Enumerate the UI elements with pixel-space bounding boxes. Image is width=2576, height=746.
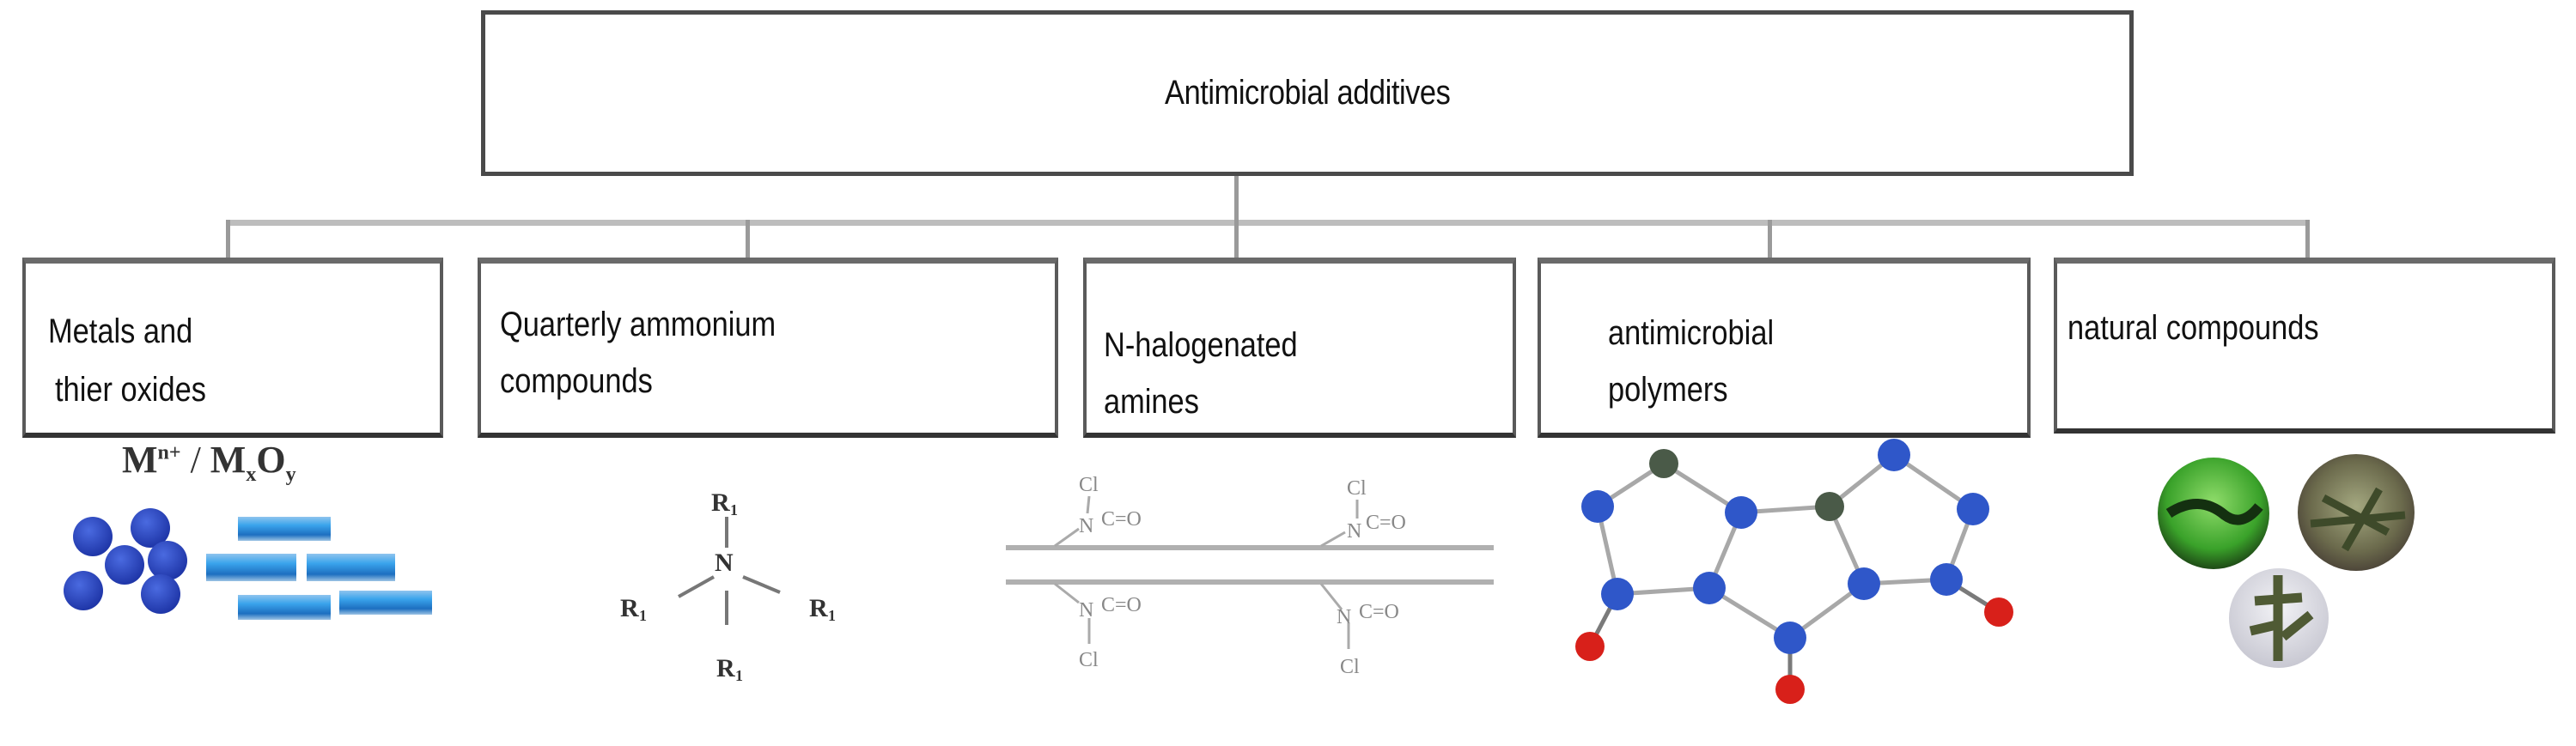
svg-text:1: 1 bbox=[639, 607, 647, 624]
category-label-line2: compounds bbox=[500, 362, 653, 400]
category-box-antimicrobial-polymers: antimicrobial polymers bbox=[1538, 258, 2031, 438]
root-node-box: Antimicrobial additives bbox=[481, 10, 2134, 176]
svg-text:N: N bbox=[1079, 515, 1093, 537]
metal-nanoparticles-icon bbox=[64, 508, 432, 620]
formula-oxide-metal: M bbox=[210, 439, 247, 481]
svg-text:1: 1 bbox=[730, 501, 738, 519]
svg-text:1: 1 bbox=[735, 667, 743, 684]
svg-text:Cl: Cl bbox=[1079, 474, 1099, 496]
svg-text:Cl: Cl bbox=[1347, 477, 1367, 500]
branch-drop-3 bbox=[1234, 220, 1239, 259]
svg-text:Cl: Cl bbox=[1079, 649, 1099, 671]
category-label-line2: amines bbox=[1104, 383, 1199, 421]
svg-text:1: 1 bbox=[828, 607, 836, 624]
category-box-metals: Metals and thier oxides bbox=[22, 258, 443, 438]
quat-center-atom: N bbox=[715, 549, 734, 577]
svg-text:C=O: C=O bbox=[1366, 512, 1406, 534]
svg-text:N: N bbox=[1347, 520, 1361, 543]
svg-text:Cl: Cl bbox=[1340, 656, 1360, 678]
category-label-line2: polymers bbox=[1608, 371, 1728, 409]
formula-ion: M bbox=[122, 439, 158, 481]
branch-connector-horizontal bbox=[226, 220, 2310, 226]
category-label-line1: antimicrobial bbox=[1608, 314, 1775, 352]
formula-oxide-oxygen: O bbox=[256, 439, 286, 481]
category-box-n-halogenated-amines: N-halogenated amines bbox=[1083, 258, 1516, 438]
n-halamine-structure-icon: Cl N C=O Cl N C=O N C=O Cl N C=O Cl bbox=[1006, 474, 1494, 678]
branch-drop-2 bbox=[746, 220, 750, 259]
svg-text:R: R bbox=[620, 594, 639, 622]
root-connector-vertical bbox=[1234, 176, 1239, 224]
category-label-line1: Metals and bbox=[48, 312, 193, 350]
root-node-label: Antimicrobial additives bbox=[1164, 74, 1451, 112]
category-box-quaternary-ammonium: Quarterly ammonium compounds bbox=[478, 258, 1058, 438]
formula-ion-charge: n+ bbox=[157, 441, 181, 464]
category-box-natural-compounds: natural compounds bbox=[2054, 258, 2555, 434]
svg-text:R: R bbox=[716, 654, 735, 682]
branch-drop-4 bbox=[1768, 220, 1772, 259]
svg-text:C=O: C=O bbox=[1101, 594, 1142, 616]
category-label-line2: thier oxides bbox=[55, 371, 206, 409]
svg-text:N: N bbox=[1079, 599, 1093, 622]
metal-formula: Mn+ / MxOy bbox=[122, 438, 296, 487]
formula-separator: / bbox=[180, 439, 210, 481]
svg-text:N: N bbox=[1337, 606, 1351, 628]
svg-text:R: R bbox=[711, 488, 730, 517]
formula-oxide-y: y bbox=[285, 463, 296, 486]
category-label-line1: natural compounds bbox=[2067, 309, 2319, 347]
branch-drop-5 bbox=[2305, 220, 2310, 259]
svg-text:C=O: C=O bbox=[1359, 601, 1399, 623]
svg-text:C=O: C=O bbox=[1101, 508, 1142, 531]
branch-drop-1 bbox=[226, 220, 230, 259]
category-label-line1: Quarterly ammonium bbox=[500, 306, 776, 343]
svg-text:R: R bbox=[809, 594, 828, 622]
formula-oxide-x: x bbox=[246, 463, 257, 486]
category-label-line1: N-halogenated bbox=[1104, 326, 1298, 364]
plant-photos-icon bbox=[2158, 454, 2415, 668]
